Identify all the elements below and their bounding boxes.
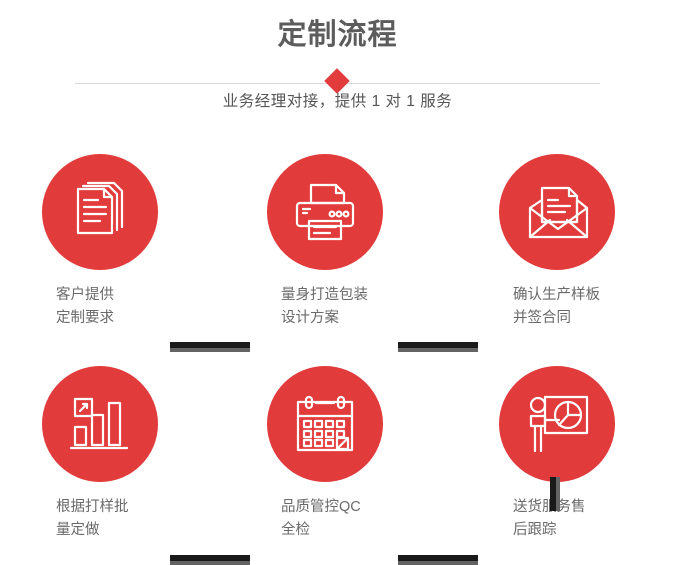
step-6-circle[interactable] (499, 366, 615, 482)
process-steps: 客户提供 定制要求 量身打造包装 设计方案 (0, 140, 675, 565)
step-3-label: 确认生产样板 并签合同 (513, 287, 600, 326)
step-6-label: 送货服务售 后跟踪 (513, 499, 586, 538)
connector-step4-step5 (170, 555, 250, 565)
step-2-label: 量身打造包装 设计方案 (281, 287, 368, 326)
connector-bar-dark (398, 342, 478, 348)
connector-bar-light (170, 348, 250, 352)
title-divider (75, 68, 600, 97)
step-2-circle[interactable] (267, 154, 383, 270)
step-1-circle[interactable] (42, 154, 158, 270)
step-1-label: 客户提供 定制要求 (56, 287, 114, 326)
connector-bar-light (398, 561, 478, 565)
connector-step3-step6-vertical (550, 477, 560, 511)
page-title: 定制流程 (277, 19, 398, 51)
connector-step5-step6 (398, 555, 478, 565)
connector-bar-light (170, 561, 250, 565)
connector-bar-dark (550, 477, 556, 511)
step-4-label: 根据打样批 量定做 (56, 499, 129, 538)
step-5-label: 品质管控QC 全检 (281, 499, 361, 538)
connector-step1-step2 (170, 342, 250, 352)
connector-bar-light (398, 348, 478, 352)
connector-bar-light (556, 477, 560, 511)
step-3-circle[interactable] (499, 154, 615, 270)
step-4-circle[interactable] (42, 366, 158, 482)
connector-bar-dark (170, 342, 250, 348)
calendar-check-icon-circle[interactable] (267, 366, 383, 482)
header-section: 定制流程 业务经理对接，提供 1 对 1 服务 (0, 0, 675, 130)
connector-step2-step3 (398, 342, 478, 352)
header-subtitle: 业务经理对接，提供 1 对 1 服务 (222, 93, 453, 110)
